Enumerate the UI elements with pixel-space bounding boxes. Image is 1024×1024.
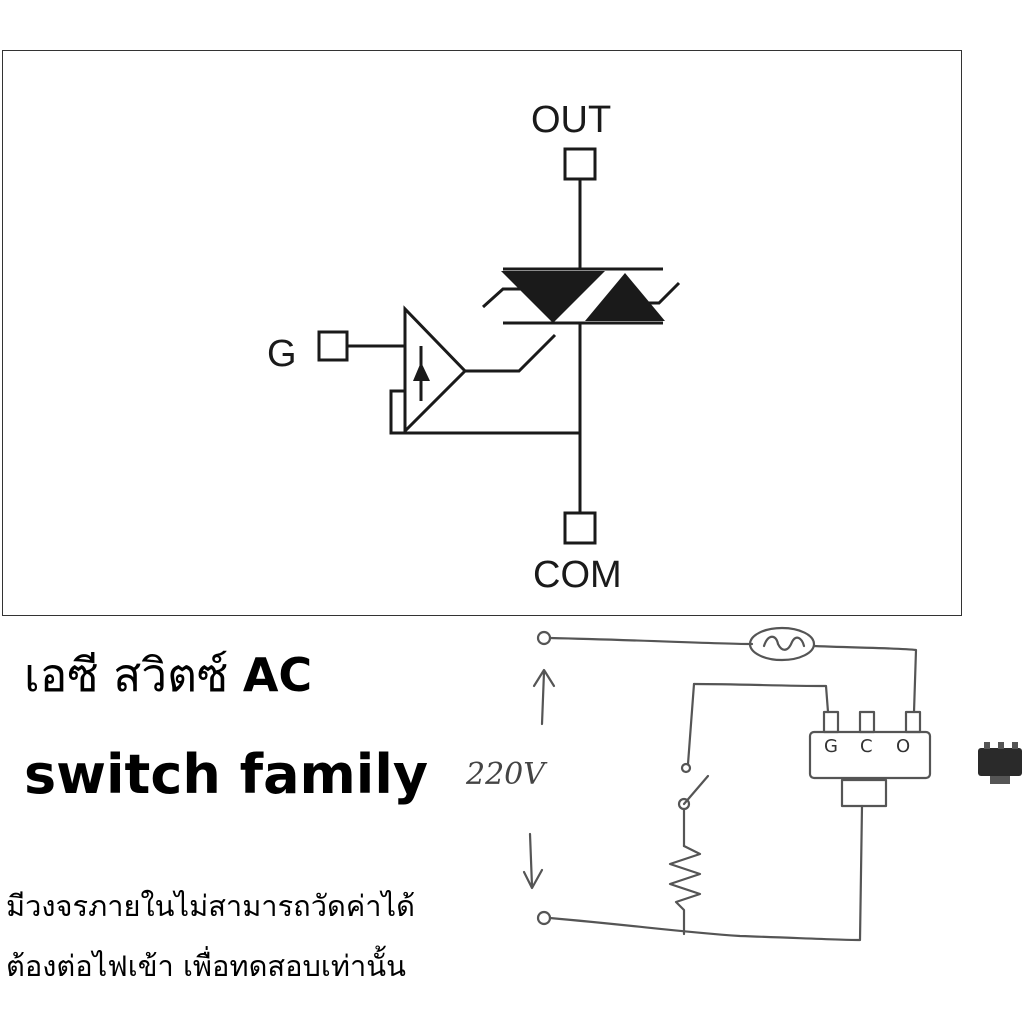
out-terminal-pad — [563, 147, 597, 181]
buffer-triangle — [403, 305, 468, 435]
switch-left-lead — [686, 682, 696, 766]
input-terminal-top — [536, 630, 552, 646]
feedback-loop — [389, 389, 580, 435]
triac-gate-lead — [465, 333, 557, 373]
lamp-filament — [762, 635, 806, 651]
note-line-2: ต้องต่อไฟเข้า เพื่อทดสอบเท่านั้น — [6, 949, 406, 983]
switch-lever — [682, 774, 710, 806]
com-terminal-pad — [563, 511, 597, 545]
pin-c-label: C — [860, 736, 873, 757]
triac-left-bend — [481, 287, 523, 309]
voltage-arrow-down — [522, 832, 544, 890]
title-line-thai: เอซี สวิตซ์ AC — [24, 652, 312, 698]
device-pin-o — [904, 710, 922, 734]
top-rail-right — [812, 644, 918, 714]
triac-schematic — [317, 147, 681, 545]
device-tab — [840, 778, 888, 808]
test-circuit-sketch — [522, 626, 1022, 942]
sot-package-icon — [978, 742, 1022, 784]
title-thai-text: เอซี สวิตซ์ — [24, 648, 243, 702]
resistor-zigzag — [668, 844, 702, 936]
pin-g-label: G — [824, 736, 838, 757]
pin-o-label: O — [896, 736, 911, 757]
buffer-diode-triangle — [413, 362, 430, 381]
voltage-label: 220V — [466, 757, 545, 792]
device-pin-g — [822, 710, 840, 734]
triac-triangle-right — [585, 273, 665, 321]
g-terminal-label: G — [267, 333, 297, 375]
triac-triangle-left — [501, 271, 605, 323]
g-terminal-pad — [317, 330, 349, 362]
lamp-outline — [748, 626, 816, 662]
input-terminal-bottom — [536, 910, 552, 926]
schematic-frame: OUT COM G — [2, 50, 962, 616]
device-pin-c — [858, 710, 876, 734]
bottom-rail — [548, 804, 864, 942]
note-line-1: มีวงจรภายในไม่สามารถวัดค่าได้ — [6, 889, 415, 923]
switch-upper-lead — [692, 682, 830, 714]
com-terminal-label: COM — [533, 554, 622, 596]
out-terminal-label: OUT — [531, 99, 612, 141]
title-ac-text: AC — [242, 648, 313, 702]
switch-contact-top — [680, 762, 692, 774]
top-rail-left — [548, 636, 754, 646]
title-line-english: switch family — [24, 743, 429, 806]
voltage-arrow-up — [532, 668, 556, 726]
